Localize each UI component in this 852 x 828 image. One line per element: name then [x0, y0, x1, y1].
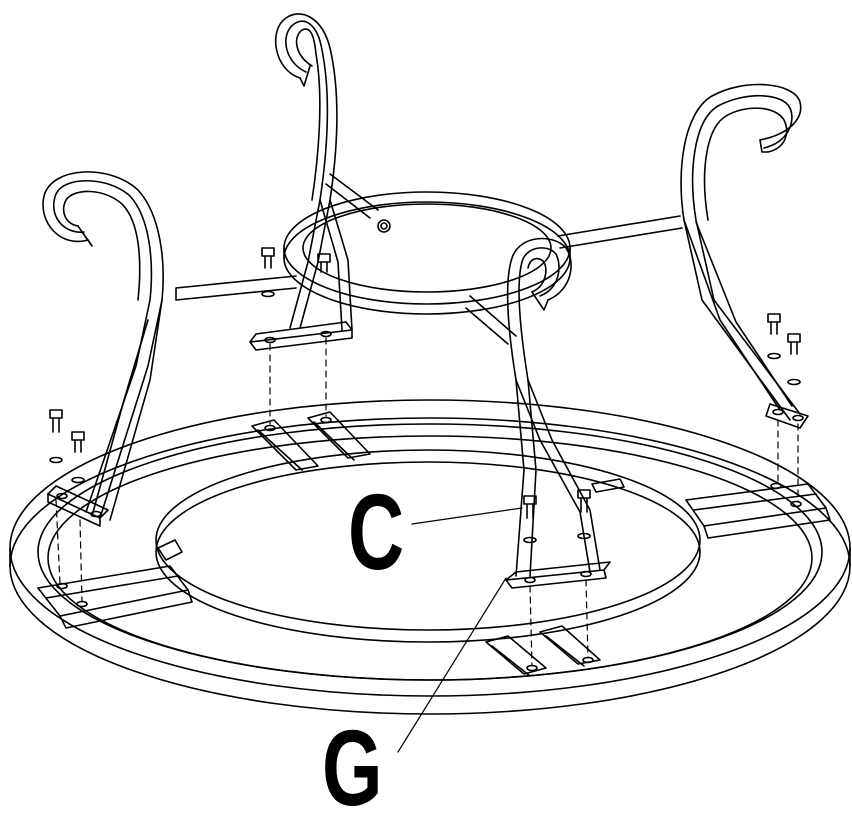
leg-back-foot: [249, 321, 353, 343]
bolt-right-1: [767, 313, 781, 360]
panel-slot-right: [591, 478, 625, 493]
bolt-front-2: [577, 489, 591, 540]
bolt-back-1: [261, 247, 275, 298]
center-ring: [283, 191, 571, 315]
callout-leaders: [397, 507, 523, 753]
table-top-center-panel: [155, 461, 701, 643]
leg-left: [42, 171, 164, 527]
leader-c: [411, 507, 523, 525]
bolts: [49, 247, 801, 544]
leg-front-foot: [505, 561, 611, 581]
ring-bolt-hole: [377, 219, 391, 233]
bolt-left-2: [71, 431, 85, 484]
brace-left: [37, 565, 189, 617]
bar-right: [557, 215, 683, 249]
leg-front: [505, 237, 611, 589]
brace-top-left-b: [307, 411, 371, 459]
leg-back: [249, 13, 353, 351]
panel-tab-left: [157, 539, 183, 561]
callout-label-g: G: [322, 707, 383, 828]
brace-bottom-a: [485, 635, 547, 675]
table-top: [9, 399, 851, 715]
bar-front: [465, 295, 517, 345]
bolt-left-1: [49, 409, 63, 464]
callout-label-c: C: [348, 471, 405, 592]
table-top-outer-rim: [9, 399, 851, 697]
leg-right: [680, 83, 809, 429]
bolt-right-2: [787, 333, 801, 386]
leg-right-foot: [765, 403, 809, 429]
bolt-front-1: [523, 495, 537, 544]
bar-left: [175, 275, 297, 301]
bolt-back-2: [317, 253, 331, 273]
brace-bottom-b: [539, 625, 601, 665]
leg-left-foot: [47, 485, 109, 519]
leader-g: [397, 577, 507, 753]
table-braces: [37, 411, 831, 677]
brace-top-left-a: [251, 419, 319, 471]
brace-right: [685, 483, 827, 527]
alignment-lines: [55, 337, 799, 667]
connector-bars: [175, 173, 683, 345]
bar-back: [325, 173, 379, 219]
